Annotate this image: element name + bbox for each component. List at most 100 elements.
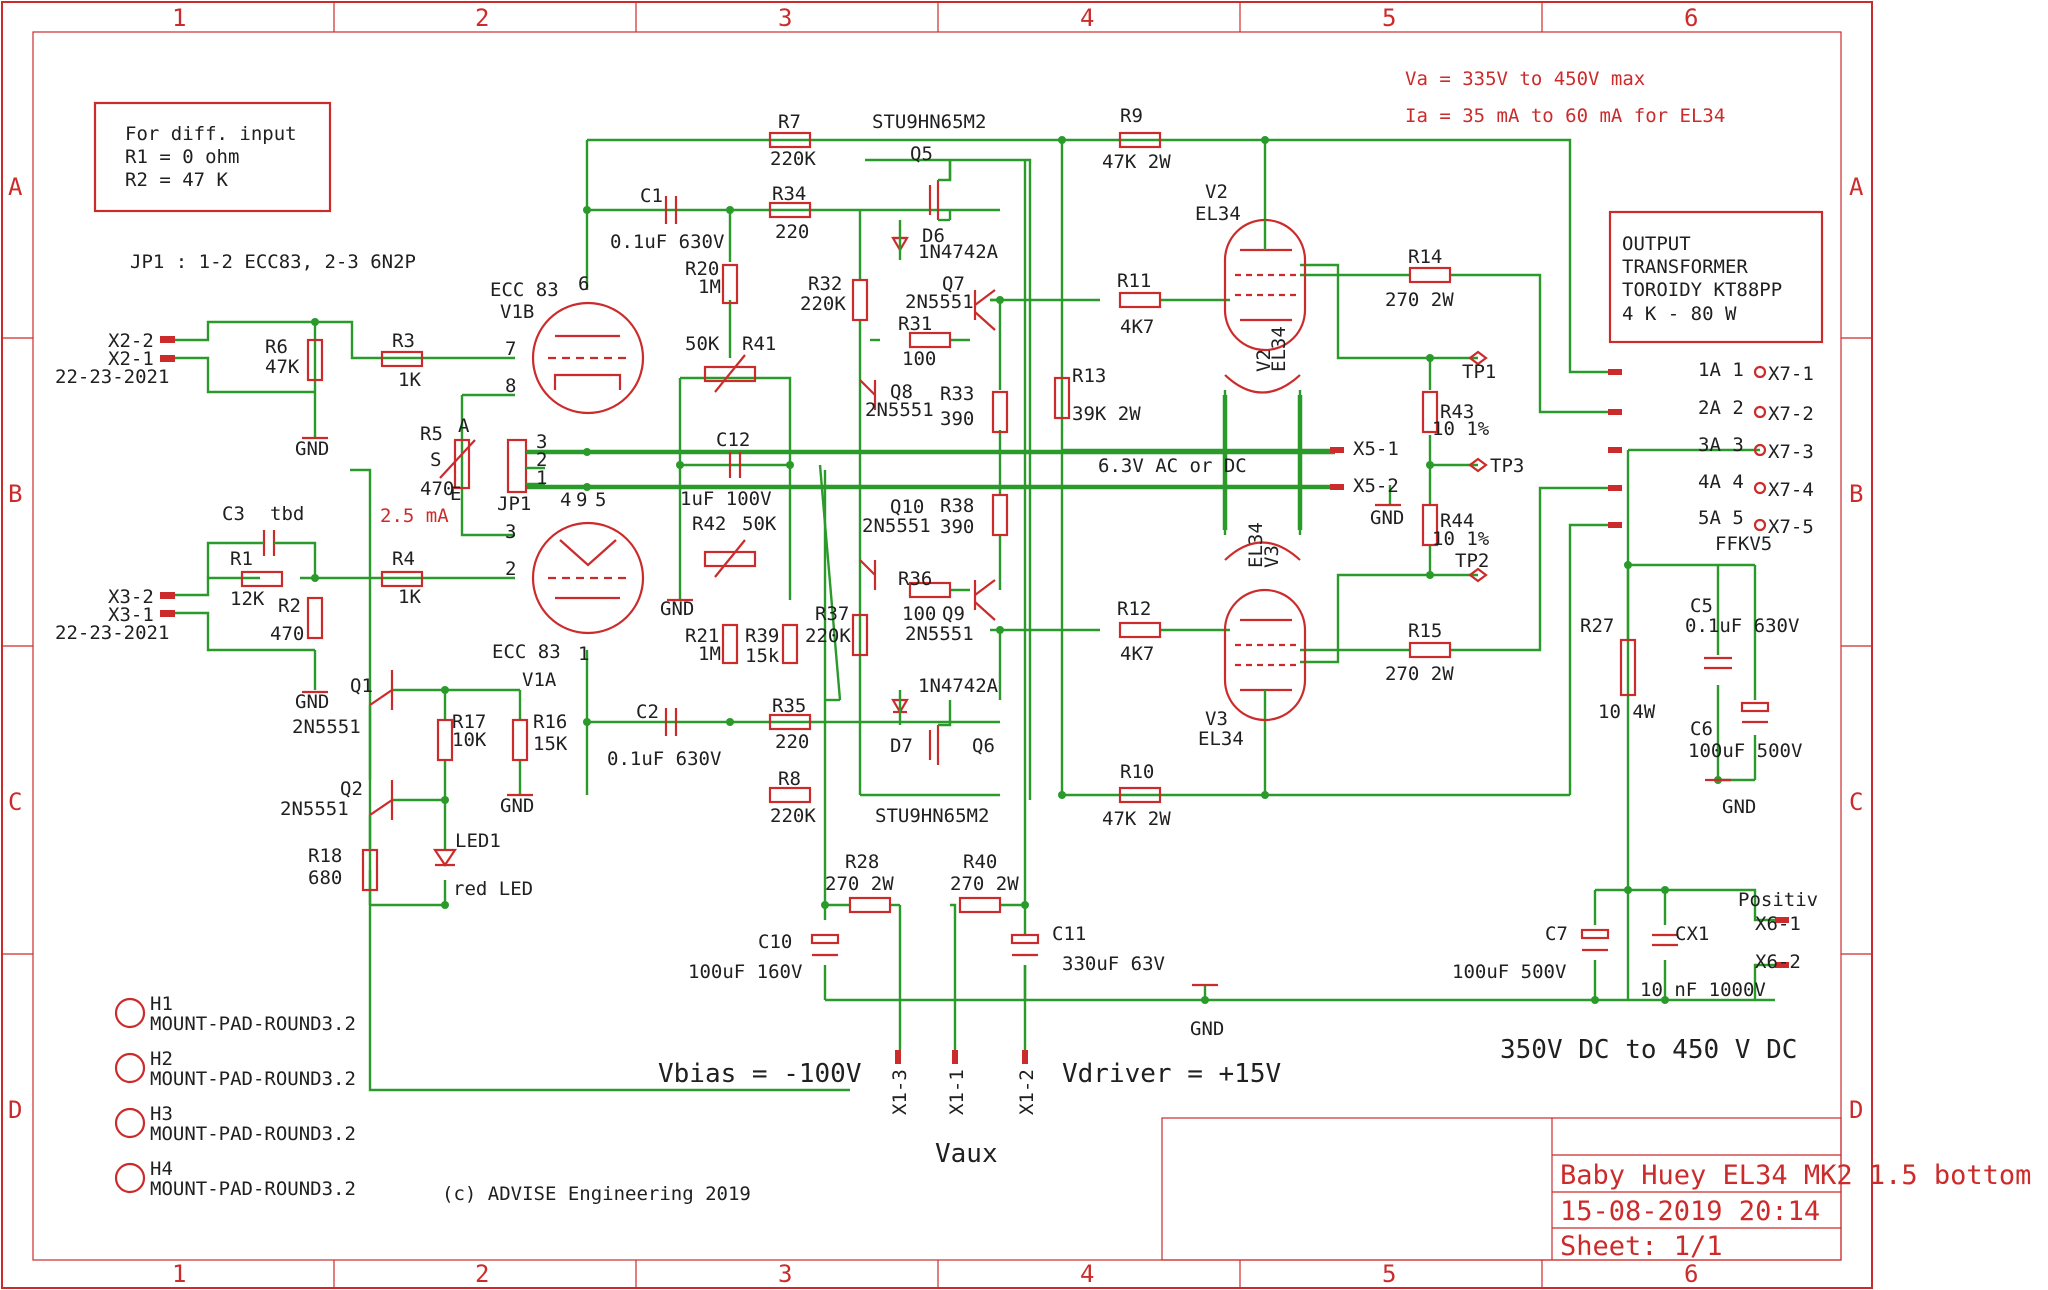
- r4-body: [380, 570, 424, 588]
- input-x3: X3-2 X3-1 22-23-2021: [55, 586, 175, 644]
- r6-label: R6: [265, 336, 288, 358]
- r12-label: R12: [1117, 598, 1151, 620]
- ecc83-top-label: ECC 83: [490, 279, 559, 301]
- pin-3a: 3A 3: [1698, 434, 1744, 456]
- h4-label: H4: [150, 1158, 173, 1180]
- title-block: Baby Huey EL34 MK2 1.5 bottom 15-08-2019…: [1161, 1117, 2031, 1262]
- jp1-note: JP1 : 1-2 ECC83, 2-3 6N2P: [130, 251, 416, 273]
- d7-value: 1N4742A: [918, 675, 999, 697]
- r40-value: 270 2W: [950, 873, 1019, 895]
- v2-heater: [1224, 374, 1301, 394]
- r34-label: R34: [772, 183, 806, 205]
- h3-label: H3: [150, 1103, 173, 1125]
- r11-body: [1118, 291, 1162, 309]
- x2-pins-label: 22-23-2021: [55, 366, 169, 388]
- v1b-pin8: 8: [505, 375, 516, 397]
- transistors: [368, 160, 996, 850]
- component-labels: R6 47K R3 1K GND R1 12K R2 470 R4 1K C3 …: [150, 105, 1818, 1200]
- r13-value: 39K 2W: [1072, 403, 1141, 425]
- r38-label: R38: [940, 495, 974, 517]
- v3-type: EL34: [1198, 728, 1244, 750]
- xfmr-line-2: TRANSFORMER: [1622, 256, 1748, 278]
- r44-value: 10 1%: [1432, 528, 1490, 550]
- c1-label: C1: [640, 185, 663, 207]
- r35-value: 220: [775, 731, 809, 753]
- jp1-pin3: 3: [536, 431, 547, 453]
- h3-type: MOUNT-PAD-ROUND3.2: [150, 1123, 356, 1145]
- r9-value: 47K 2W: [1102, 151, 1171, 173]
- col-label-2: 2: [475, 4, 489, 32]
- r14-body: [1408, 266, 1452, 284]
- c5-value: 0.1uF 630V: [1685, 615, 1799, 637]
- h2-type: MOUNT-PAD-ROUND3.2: [150, 1068, 356, 1090]
- c6-label: C6: [1690, 718, 1713, 740]
- diff-input-note: For diff. input R1 = 0 ohm R2 = 47 K: [93, 101, 332, 213]
- v2-heater-type: EL34: [1268, 326, 1290, 372]
- r1-label: R1: [230, 548, 253, 570]
- h4-type: MOUNT-PAD-ROUND3.2: [150, 1178, 356, 1200]
- tube-v2: [1223, 218, 1307, 352]
- r3-body: [380, 350, 424, 368]
- row-label-d: D: [8, 1096, 22, 1124]
- r21-value: 1M: [698, 643, 721, 665]
- r43-body: [1421, 390, 1439, 434]
- gnd-label-7: GND: [1190, 1018, 1224, 1040]
- row-label-a-right: A: [1849, 173, 1864, 201]
- h2-label: H2: [150, 1048, 173, 1070]
- q2-value: 2N5551: [280, 798, 349, 820]
- r33-body: [991, 390, 1009, 434]
- r41-value: 50K: [685, 333, 720, 355]
- cx1-label: CX1: [1675, 923, 1709, 945]
- x1-2-label: X1-2: [1016, 1069, 1038, 1115]
- r2-value: 470: [270, 623, 304, 645]
- r18-label: R18: [308, 845, 342, 867]
- pin-5a: 5A 5: [1698, 507, 1744, 529]
- r5-value: 470: [420, 478, 454, 500]
- r14-label: R14: [1408, 246, 1442, 268]
- r17-value: 10K: [452, 729, 487, 751]
- r32-value: 220K: [800, 293, 846, 315]
- gnd-label-3: GND: [500, 795, 534, 817]
- x7-2-label: X7-2: [1768, 403, 1814, 425]
- gnd-symbols: [302, 436, 1731, 987]
- r20-label: R20: [685, 258, 719, 280]
- r28-value: 270 2W: [825, 873, 894, 895]
- r7-body: [768, 131, 812, 149]
- col-label-6-bottom: 6: [1684, 1260, 1698, 1288]
- q5-label: Q5: [910, 143, 933, 165]
- r3-value: 1K: [398, 369, 421, 391]
- r16-body: [511, 718, 529, 762]
- d6-label: D6: [922, 225, 945, 247]
- r1-value: 12K: [230, 588, 265, 610]
- ffkv5-label: FFKV5: [1715, 533, 1772, 555]
- x3-1-label: X3-1: [108, 604, 154, 626]
- resistors: [306, 263, 1637, 892]
- r1-body: [240, 570, 284, 588]
- gnd-label-1: GND: [295, 438, 329, 460]
- xfmr-line-4: 4 K - 80 W: [1622, 303, 1737, 325]
- row-label-a: A: [8, 173, 23, 201]
- c5-label: C5: [1690, 595, 1713, 617]
- v1a-pin4: 4: [560, 489, 571, 511]
- heater-note: 6.3V AC or DC: [1098, 455, 1247, 477]
- r38-body: [991, 493, 1009, 537]
- c11-value: 330uF 63V: [1062, 953, 1165, 975]
- drawing-frame: 1 2 3 4 5 6 1 2 3 4 5 6 A B C D A B C D: [1, 1, 1873, 1289]
- x2-2-label: X2-2: [108, 330, 154, 352]
- r27-label: R27: [1580, 615, 1614, 637]
- q10-label: Q10: [890, 496, 924, 518]
- q9-label: Q9: [942, 603, 965, 625]
- r36-value: 100: [902, 603, 936, 625]
- r44-label: R44: [1440, 510, 1474, 532]
- h1-type: MOUNT-PAD-ROUND3.2: [150, 1013, 356, 1035]
- r11-value: 4K7: [1120, 316, 1154, 338]
- pin-1a: 1A 1: [1698, 359, 1744, 381]
- va-note: Va = 335V to 450V max: [1405, 68, 1645, 90]
- jp1-pin1: 1: [536, 467, 547, 489]
- r21-body: [721, 623, 739, 665]
- r31-value: 100: [902, 348, 936, 370]
- r4-label: R4: [392, 548, 415, 570]
- r7-value: 220K: [770, 148, 816, 170]
- q7-label: Q7: [942, 273, 965, 295]
